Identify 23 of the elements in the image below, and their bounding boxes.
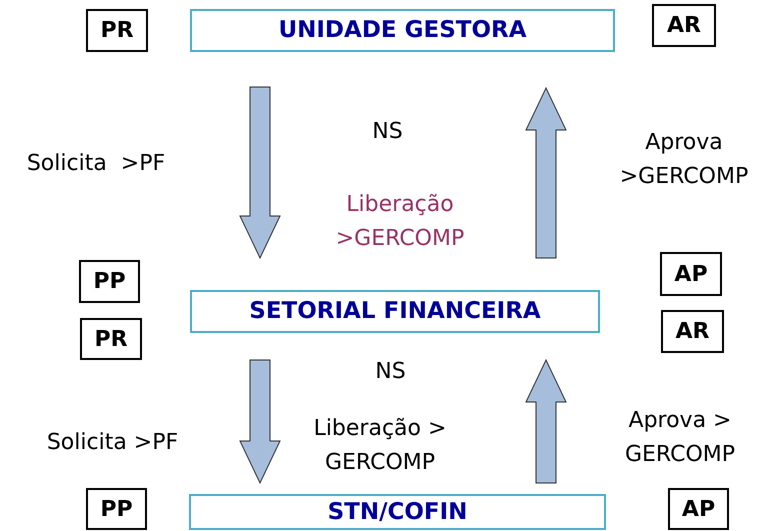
block-arrow — [525, 358, 567, 484]
block-arrow — [239, 360, 281, 484]
code-box: PR — [80, 318, 142, 360]
flow-label: Solicita >PF — [26, 150, 166, 178]
code-box: AR — [661, 310, 724, 353]
code-box: AR — [652, 4, 716, 47]
code-box: AP — [660, 252, 722, 296]
entity-box: UNIDADE GESTORA — [190, 9, 615, 52]
block-arrow — [525, 86, 567, 258]
flow-label: Aprova > GERCOMP — [624, 407, 736, 469]
flow-label: Aprova >GERCOMP — [618, 129, 750, 191]
entity-box: STN/COFIN — [189, 494, 606, 530]
flow-label: NS — [371, 118, 404, 146]
code-box: PP — [86, 488, 147, 530]
flow-label: Liberação >GERCOMP — [334, 191, 466, 253]
block-arrow — [239, 86, 281, 260]
flow-label: NS — [374, 358, 407, 386]
code-box: AP — [668, 488, 729, 530]
flow-label: Solicita >PF — [46, 429, 180, 457]
flow-label: Liberação > GERCOMP — [312, 415, 448, 477]
code-box: PR — [86, 9, 148, 52]
entity-box: SETORIAL FINANCEIRA — [190, 290, 600, 333]
code-box: PP — [79, 260, 140, 303]
